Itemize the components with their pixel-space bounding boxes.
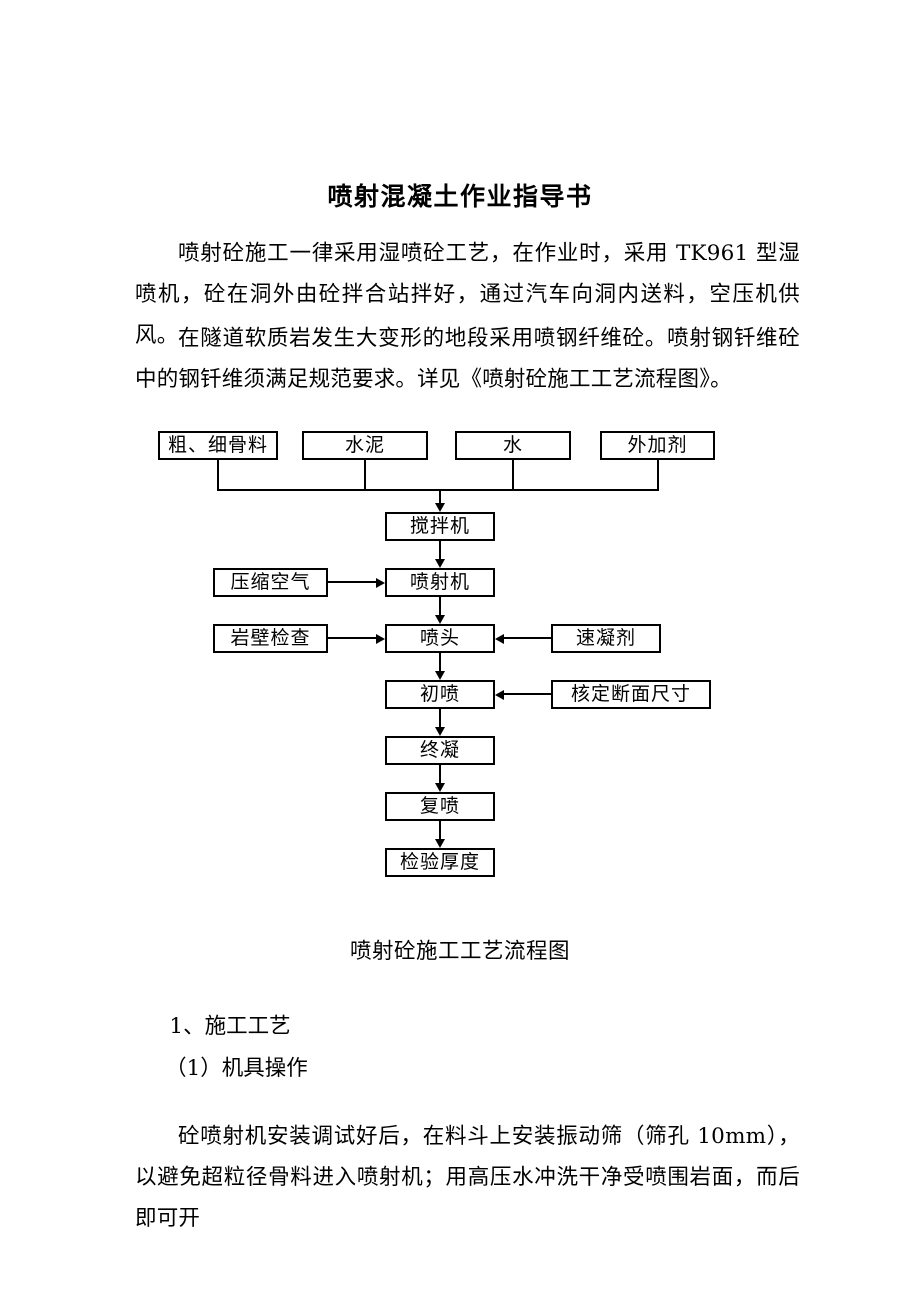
flow-node-input-1[interactable]: 粗、细骨料 [158,431,278,460]
flow-node-accelerator[interactable]: 速凝剂 [551,624,661,653]
flow-node-label: 速凝剂 [575,627,636,649]
flow-node-input-2[interactable]: 水泥 [302,431,428,460]
arrowhead-machine-to-nozzle [435,615,445,624]
connector-mixer-to-machine [439,541,441,559]
connector-accelerator-to-nozzle [504,637,551,639]
arrowhead-mixer-to-machine [435,559,445,568]
arrowhead-dimension-to-initial [495,690,504,700]
flow-node-nozzle[interactable]: 喷头 [385,624,495,653]
connector-air-to-machine [328,581,376,583]
flow-node-input-4[interactable]: 外加剂 [600,431,715,460]
flow-node-label: 搅拌机 [409,515,470,537]
arrowhead-accelerator-to-nozzle [495,634,504,644]
arrowhead-initial-to-final [435,727,445,736]
flow-node-label: 水泥 [344,434,385,456]
paragraph-intro: 喷射砼施工一律采用湿喷砼工艺，在作业时，采用 TK961 型湿喷机，砼在洞外由砼… [135,240,800,348]
flow-node-respray[interactable]: 复喷 [385,792,495,821]
flow-node-label: 水 [502,434,523,456]
flow-node-compressed-air[interactable]: 压缩空气 [213,568,328,597]
arrowhead-inspection-to-nozzle [376,634,385,644]
flow-node-shotcrete-machine[interactable]: 喷射机 [385,568,495,597]
flow-node-final-set[interactable]: 终凝 [385,736,495,765]
flow-node-label: 核定断面尺寸 [570,683,691,705]
connector-initial-to-final [439,709,441,727]
flow-node-label: 初喷 [419,683,460,705]
arrowhead-bus-to-mixer [435,503,445,512]
connector-input-1-drop [217,460,219,491]
flow-node-label: 终凝 [419,739,460,761]
connector-final-to-respray [439,765,441,783]
flow-node-thickness-check[interactable]: 检验厚度 [385,848,495,877]
arrowhead-respray-to-thickness [435,839,445,848]
flow-node-input-3[interactable]: 水 [455,431,571,460]
section-heading-construction-process: 1、施工工艺 [169,1014,291,1039]
connector-machine-to-nozzle [439,597,441,615]
connector-input-2-drop [364,460,366,491]
connector-bus-to-mixer [439,489,441,507]
flow-node-label: 喷射机 [409,571,470,593]
connector-input-bus [217,489,659,491]
arrowhead-nozzle-to-initial [435,671,445,680]
connector-respray-to-thickness [439,821,441,839]
flow-node-label: 检验厚度 [399,851,480,873]
arrowhead-final-to-respray [435,783,445,792]
flow-node-label: 粗、细骨料 [167,434,268,456]
section-heading-equipment-operation: （1）机具操作 [165,1056,308,1081]
connector-input-4-drop [657,460,659,491]
connector-input-3-drop [512,460,514,491]
flow-node-label: 外加剂 [627,434,688,456]
flow-node-section-dimension[interactable]: 核定断面尺寸 [551,680,711,709]
flow-node-label: 喷头 [419,627,460,649]
paragraph-equipment-operation: 砼喷射机安装调试好后，在料斗上安装振动筛（筛孔 10mm），以避免超粒径骨料进入… [135,1123,800,1231]
flow-node-mixer[interactable]: 搅拌机 [385,512,495,541]
connector-nozzle-to-initial [439,653,441,671]
flow-node-label: 复喷 [419,795,460,817]
figure-caption: 喷射砼施工工艺流程图 [349,939,570,964]
flow-node-initial-spray[interactable]: 初喷 [385,680,495,709]
flow-node-rock-inspection[interactable]: 岩壁检查 [213,624,328,653]
paragraph-steel-fiber: 在隧道软质岩发生大变形的地段采用喷钢纤维砼。喷射钢钎维砼中的钢钎维须满足规范要求… [135,325,800,392]
arrowhead-air-to-machine [376,578,385,588]
connector-inspection-to-nozzle [328,637,376,639]
flow-node-label: 岩壁检查 [230,627,311,649]
page-title: 喷射混凝土作业指导书 [327,181,593,211]
flow-node-label: 压缩空气 [230,571,311,593]
connector-dimension-to-initial [504,693,551,695]
